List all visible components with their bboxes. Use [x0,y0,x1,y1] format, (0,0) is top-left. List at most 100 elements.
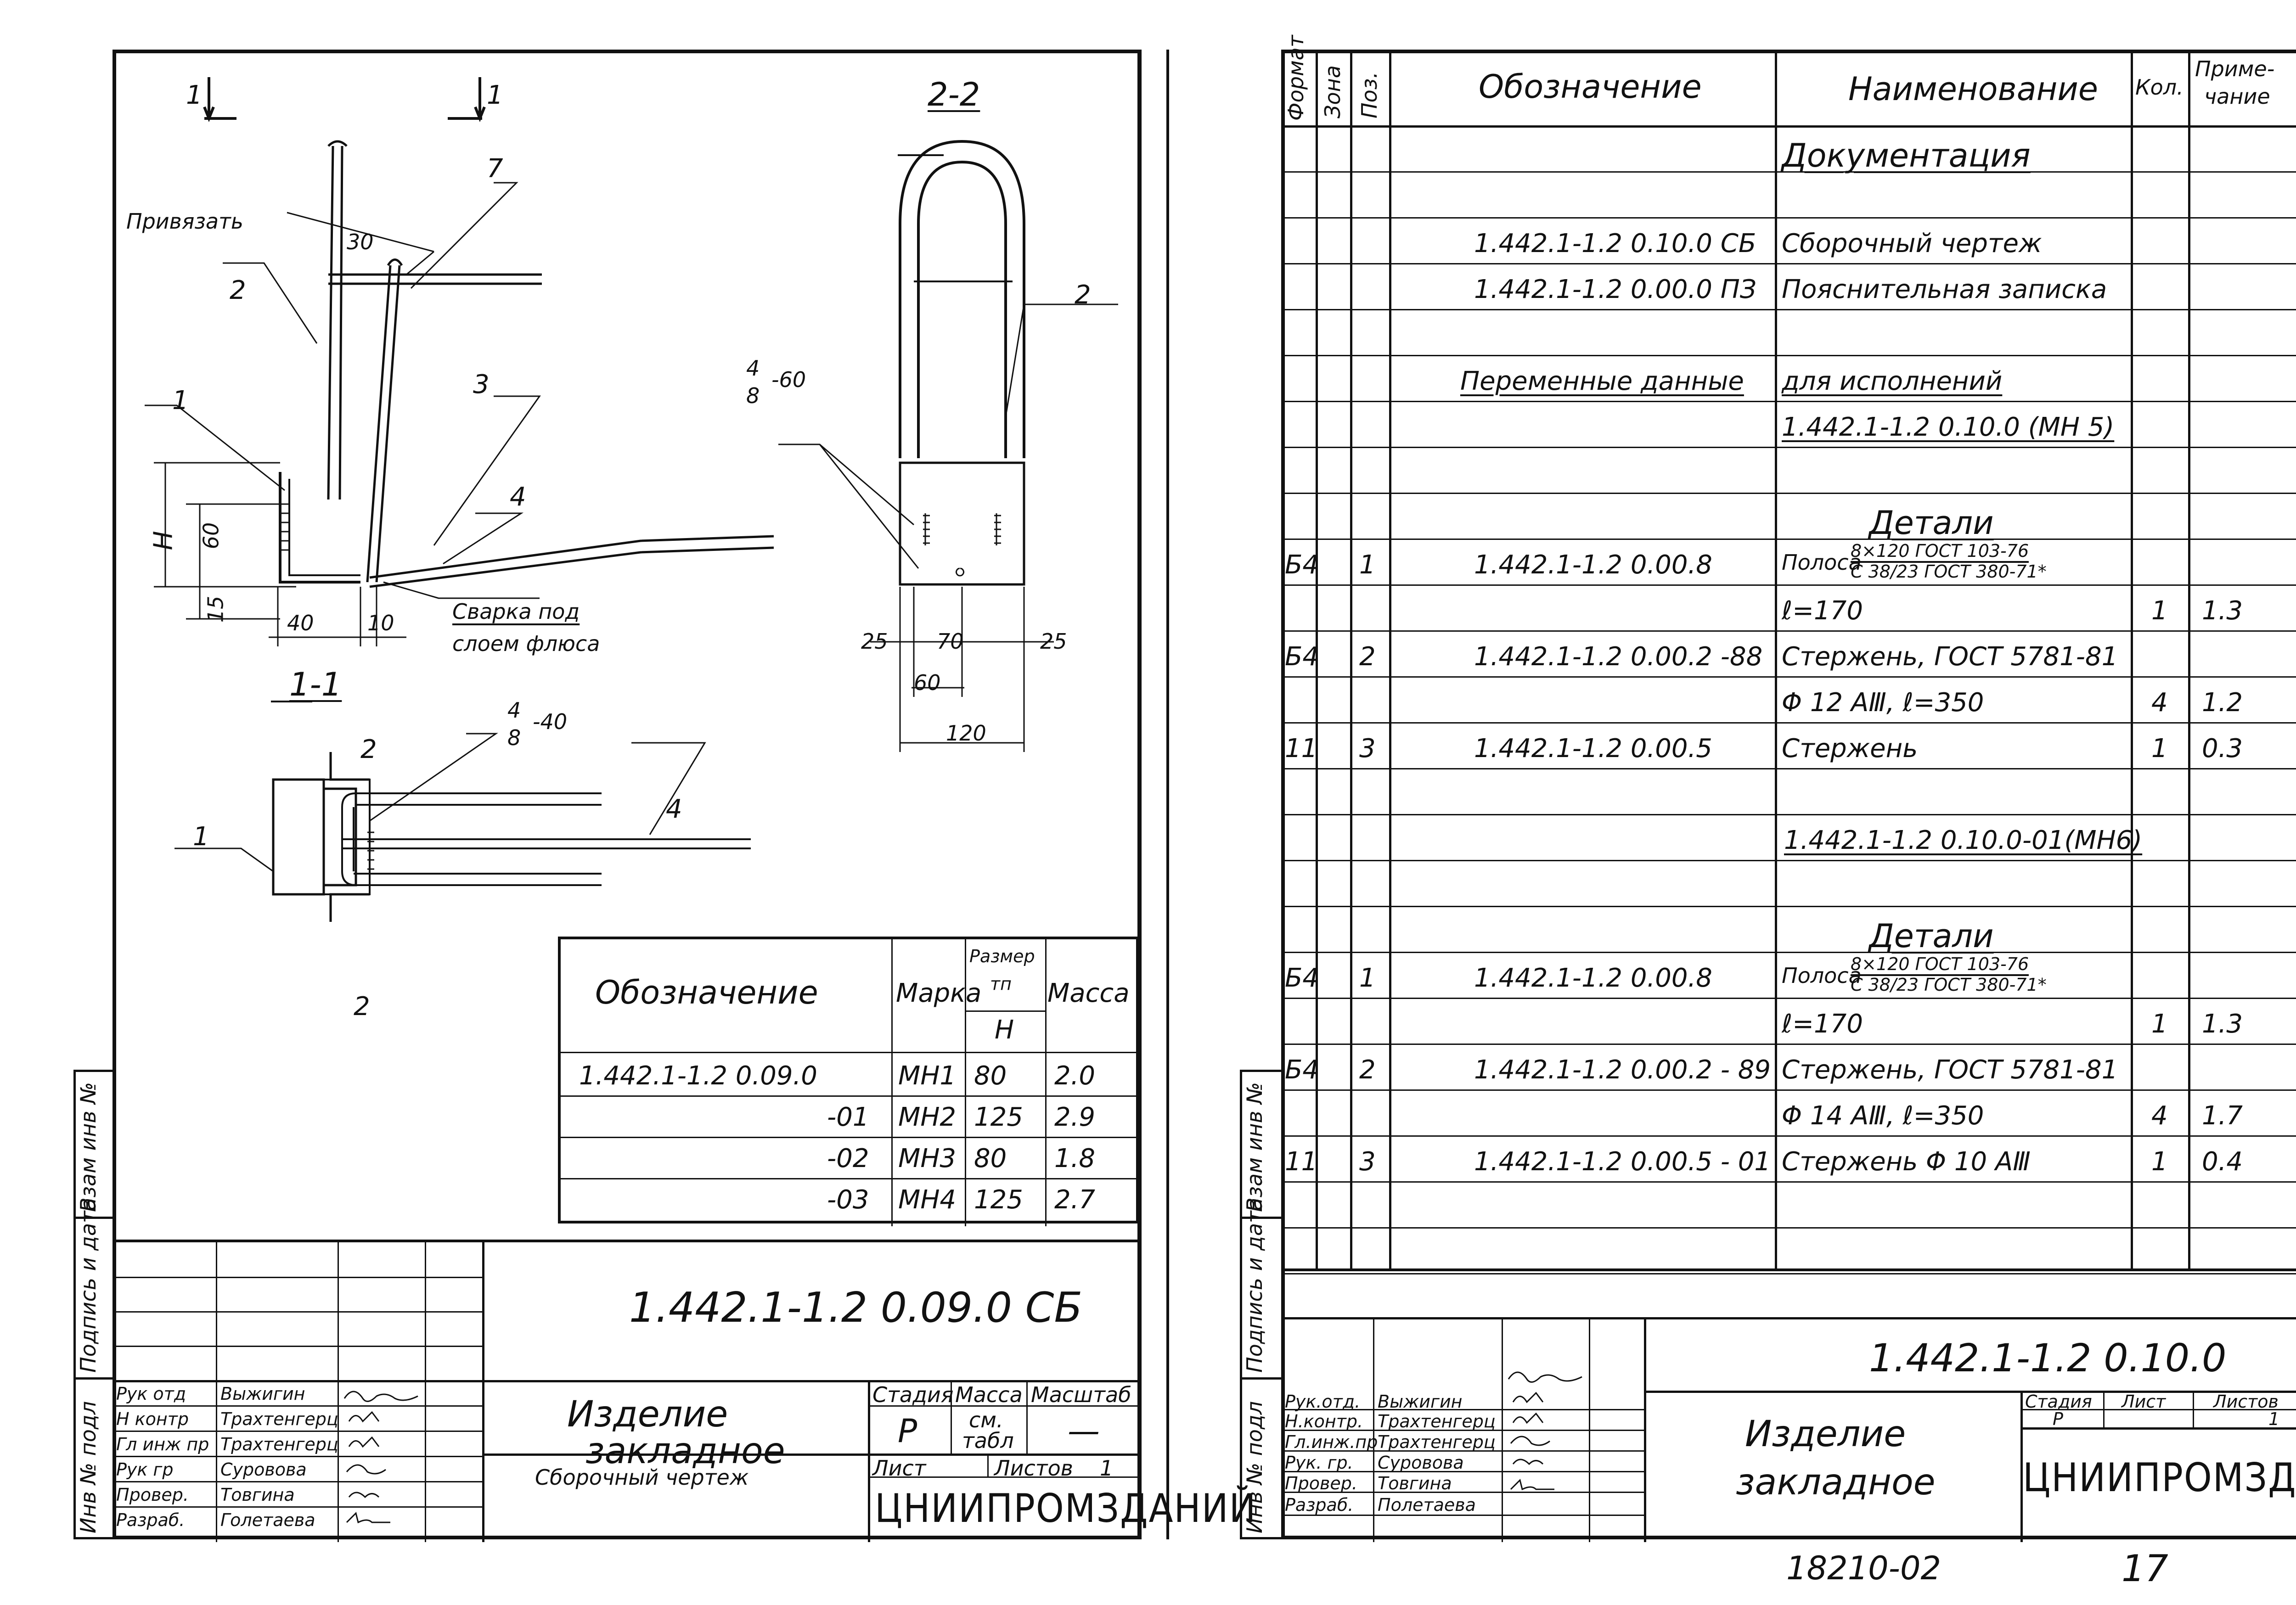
left-drawing-code: 1.442.1-1.2 0.09.0 СБ [629,1284,1083,1332]
left-item-name-1: Изделие [567,1394,728,1435]
spec-row-name: Стержень Φ 10 АⅢ [1782,1147,2031,1177]
spec-row-divider [1281,814,2296,815]
left-stage: Р [898,1412,917,1450]
spec-row-name: Φ 14 АⅢ, ℓ=350 [1782,1101,1984,1131]
spec-row-qty: 4 [2151,1101,2168,1131]
spec-row-name: Полоса [1782,963,1862,988]
spec-row-note: 1.7 [2202,1101,2243,1131]
spec-row-divider [1281,998,2296,999]
left-scale-label: Масштаб [1031,1382,1131,1407]
left-signatures [343,1391,418,1524]
variants-table: Обозначение Марка Размер тп H Масса 1.44… [558,937,1142,1226]
variants-row-3-des: -02 [827,1144,869,1173]
right-stage: Р [2053,1409,2063,1429]
right-item-name-2: закладное [1736,1462,1936,1503]
left-role-6: Разраб. [116,1510,185,1530]
variants-row-3-mass: 1.8 [1054,1144,1096,1173]
side-stamp-inv: Инв № подл [76,1401,101,1533]
spec-row-name: Детали [1869,917,1994,955]
spec-header-note-2: чание [2204,84,2270,109]
dim-70: 70 [937,629,964,654]
spec-row-divider [1281,768,2296,769]
assembly-drawing [145,77,1118,922]
side-stamp-replace: Взам инв № [76,1082,101,1212]
weld-1-1-num: 4 [507,698,521,723]
right-title-block: 1.442.1-1.2 0.10.0 Изделие закладное Ста… [1281,1268,2296,1542]
left-role-3: Гл инж пр [116,1434,209,1454]
right-person-4: Суровова [1378,1453,1464,1473]
spec-header-qty: Кол. [2135,75,2183,100]
weld-2-2-den: 8 [746,383,760,408]
dim-25-right: 25 [1040,629,1067,654]
dim-40: 40 [287,611,314,635]
left-role-5: Провер. [116,1485,189,1505]
right-person-1: Выжигин [1378,1392,1463,1412]
right-item-name-1: Изделие [1745,1414,1906,1455]
archive-number: 18210-02 [1786,1549,1941,1587]
spec-row-divider [1281,263,2296,264]
right-role-2: Н.контр. [1285,1411,1363,1431]
variants-row-3-H: 80 [974,1144,1007,1173]
right-sheet-frame [1281,50,2296,1539]
left-person-5: Товгина [220,1485,295,1505]
page-number: 17 [2122,1547,2168,1590]
spec-row-name: Φ 12 АⅢ, ℓ=350 [1782,688,1984,718]
variants-col-size: Размер [969,946,1035,966]
spec-row-pos: 3 [1359,734,1376,763]
right-sheets-label: Листов [2213,1392,2279,1412]
spec-row-designation: 1.442.1-1.2 0.00.8 [1474,550,1712,580]
spec-row-fraction-bottom: С 38/23 ГОСТ 380-71* [1851,975,2047,995]
weld-note-line1: Сварка под [452,599,580,624]
variants-row-4-mass: 2.7 [1054,1185,1096,1215]
weld-note-line2: слоем флюса [452,631,600,656]
variants-col-size-tp: тп [990,974,1012,994]
pos-label-2: 2 [230,275,246,305]
view-2-2-title: 2-2 [928,76,980,113]
spec-row-designation: 1.442.1-1.2 0.00.8 [1474,963,1712,993]
left-title-block: 1.442.1-1.2 0.09.0 СБ Изделие закладное … [113,1240,1255,1542]
right-role-6: Разраб. [1285,1495,1354,1515]
spec-row-format: Б4 [1285,550,1319,580]
left-org-name: ЦНИИПРОМЗДАНИЙ [875,1486,1257,1532]
spec-row-pos: 1 [1359,550,1376,580]
section-mark-1-right: 1 [487,80,503,110]
spec-header-pos: Поз. [1357,72,1382,118]
spec-row-designation: 1.442.1-1.2 0.10.0 СБ [1474,229,1756,258]
section-mark-1-left: 1 [186,80,203,110]
variants-col-H: H [995,1015,1014,1045]
spec-row-divider [1281,860,2296,861]
spec-row-divider [1281,1273,2296,1274]
side-stamp-sign: Подпись и дата [76,1197,101,1373]
variants-row-3-mark: МН3 [898,1144,957,1173]
spec-row-name: ℓ=170 [1782,596,1863,626]
spec-row-divider [1281,906,2296,907]
spec-header-designation: Обозначение [1479,68,1702,106]
pos-label-2-view22: 2 [1075,280,1091,310]
left-person-3: Трахтенгерц [220,1434,338,1454]
spec-row-pos: 2 [1359,1055,1376,1085]
dim-60: 60 [198,522,224,550]
variants-row-1-des: 1.442.1-1.2 0.09.0 [579,1061,817,1091]
right-side-stamp-sign: Подпись и дата [1242,1197,1267,1373]
pos-label-1: 1 [172,386,189,415]
variants-row-4-des: -03 [827,1185,869,1215]
right-drawing-code: 1.442.1-1.2 0.10.0 [1869,1336,2227,1381]
left-sheet-label: Лист [872,1456,926,1481]
spec-row-name: Документация [1782,137,2031,174]
left-item-name-3: Сборочный чертеж [535,1465,749,1490]
view-1-1-title: 1-1 [289,666,342,703]
dim-120: 120 [946,721,986,746]
spec-table: Формат Зона Поз. Обозначение Наименовани… [1281,35,2296,1274]
spec-row-note: 1.3 [2202,1009,2243,1039]
right-sheets-count: 1 [2268,1409,2280,1429]
spec-row-name: Сборочный чертеж [1782,229,2042,258]
spec-row-note: 1.3 [2202,596,2243,626]
right-role-5: Провер. [1285,1473,1357,1493]
spec-row-divider [1281,1181,2296,1183]
spec-row-divider [1281,355,2296,356]
variants-row-2-mass: 2.9 [1054,1102,1096,1132]
spec-row-divider [1281,722,2296,724]
right-stage-label: Стадия [2025,1392,2092,1412]
spec-row-format: Б4 [1285,1055,1319,1085]
spec-row-designation: Переменные данные [1460,366,1744,396]
